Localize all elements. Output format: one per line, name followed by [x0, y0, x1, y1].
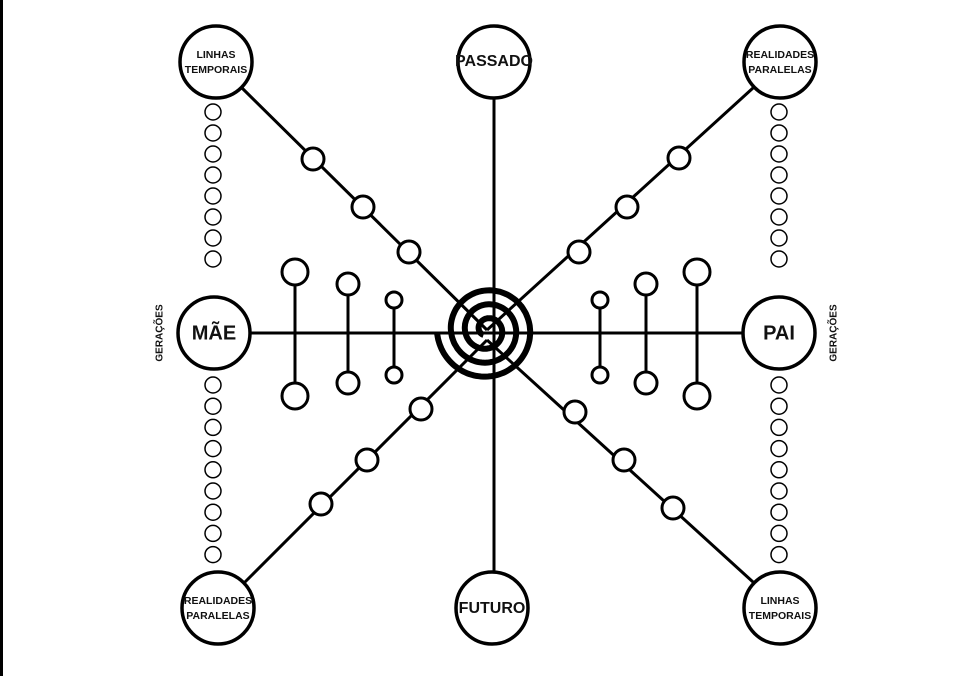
label-temporais: TEMPORAIS: [185, 64, 247, 76]
generation-dot: [770, 376, 788, 394]
generation-dot: [770, 145, 788, 163]
generation-dot: [204, 187, 222, 205]
generation-dot: [204, 208, 222, 226]
small-nodes: [204, 103, 788, 564]
diagonal-node: [300, 146, 326, 172]
node-futuro: [454, 570, 530, 646]
generation-dot: [204, 545, 222, 564]
generation-dot: [770, 187, 788, 205]
bar-end-node: [590, 365, 610, 385]
diagonal-node: [354, 447, 380, 473]
label-temporais: TEMPORAIS: [749, 610, 811, 622]
generation-dot: [204, 250, 222, 268]
label-mae: MÃE: [192, 321, 236, 344]
generation-dot: [204, 124, 222, 142]
generation-dot: [204, 166, 222, 184]
node-mae: [176, 295, 252, 371]
bar-end-node: [384, 365, 404, 385]
generation-dot: [770, 524, 788, 543]
label-realidades: REALIDADES: [184, 595, 252, 607]
generation-dot: [204, 439, 222, 458]
diagonal-node: [566, 239, 592, 265]
label-linhas: LINHAS: [760, 595, 799, 607]
diagonal-node: [614, 194, 640, 220]
bar-end-node: [280, 257, 310, 287]
label-paralelas: PARALELAS: [186, 610, 249, 622]
node-linhas-temporais-top-left: [178, 24, 254, 100]
generation-dot: [770, 482, 788, 500]
spiral-center-icon: [434, 287, 534, 380]
generation-dot: [770, 397, 788, 415]
node-passado: [456, 24, 532, 100]
generation-dot: [770, 439, 788, 458]
diagonal-node: [308, 491, 334, 517]
generation-dot: [204, 103, 222, 121]
diagonal-node: [408, 396, 434, 422]
node-pai: [741, 295, 817, 371]
node-realidades-paralelas-top-right: [742, 24, 818, 100]
generation-dot: [204, 503, 222, 521]
generation-dot: [204, 376, 222, 394]
bar-end-node: [633, 370, 659, 396]
generation-dot: [770, 124, 788, 142]
label-pai: PAI: [763, 322, 795, 344]
generation-dot: [770, 166, 788, 184]
generation-dot: [204, 145, 222, 163]
label-geracoes-left: GERAÇÕES: [153, 304, 166, 362]
bar-end-node: [590, 290, 610, 310]
diagonal-node: [350, 194, 376, 220]
generation-dot: [770, 418, 788, 437]
label-futuro: FUTURO: [459, 600, 526, 617]
label-geracoes-right: GERAÇÕES: [827, 304, 840, 362]
diagonal-node: [396, 239, 422, 265]
generation-dot: [204, 524, 222, 543]
generation-dot: [204, 418, 222, 437]
bar-end-node: [384, 290, 404, 310]
bar-end-node: [280, 381, 310, 411]
generation-dot: [770, 461, 788, 479]
diagonal-node: [660, 495, 686, 521]
generation-dot: [770, 208, 788, 226]
label-realidades: REALIDADES: [746, 49, 814, 61]
diagonal-node: [611, 447, 637, 473]
node-linhas-temporais-bottom-right: [742, 570, 818, 646]
bar-end-node: [335, 271, 361, 297]
generation-dot: [770, 503, 788, 521]
diagonal-node: [562, 399, 588, 425]
generation-dot: [204, 482, 222, 500]
generation-dot: [770, 545, 788, 564]
label-passado: PASSADO: [455, 53, 533, 70]
generation-dot: [204, 397, 222, 415]
bar-end-node: [682, 381, 712, 411]
generation-dot: [770, 250, 788, 268]
generation-dot: [770, 103, 788, 121]
generation-dot: [204, 461, 222, 479]
node-realidades-paralelas-bottom-left: [180, 570, 256, 646]
generation-dot: [204, 229, 222, 247]
generation-dot: [770, 229, 788, 247]
left-border: [0, 0, 3, 676]
bar-end-node: [682, 257, 712, 287]
label-paralelas: PARALELAS: [748, 64, 811, 76]
diagonal-node: [666, 145, 692, 171]
label-linhas: LINHAS: [196, 49, 235, 61]
bar-end-node: [335, 370, 361, 396]
bar-end-node: [633, 271, 659, 297]
